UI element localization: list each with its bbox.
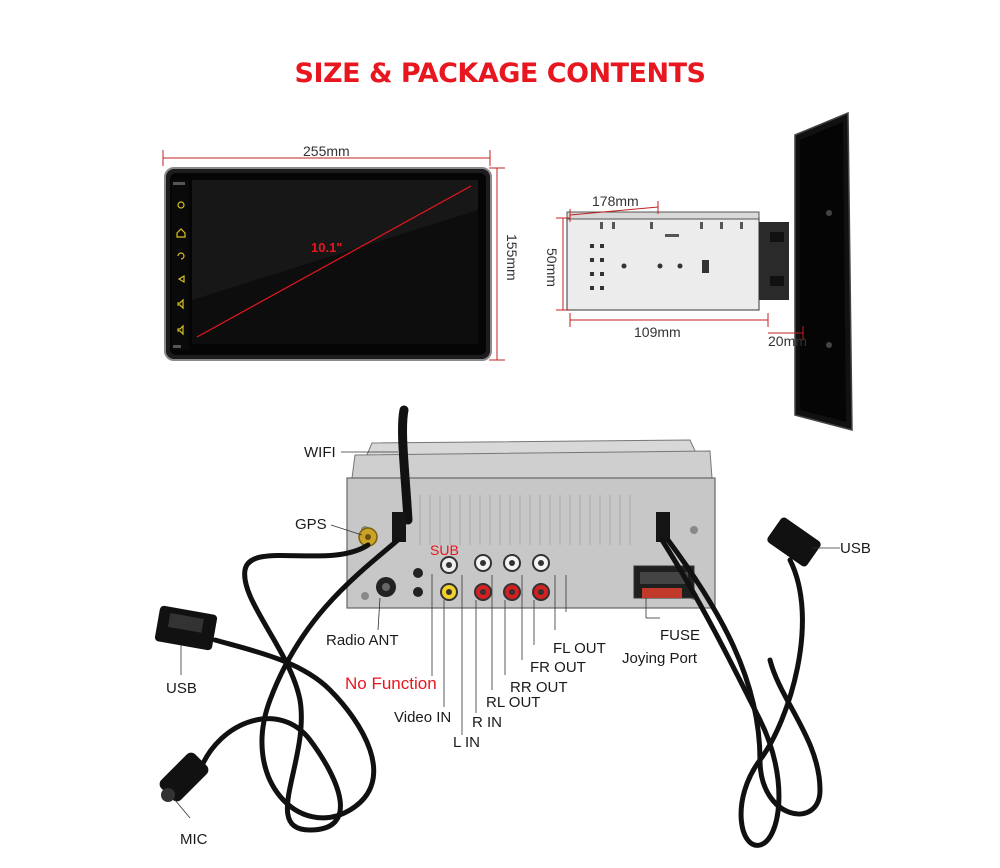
head-unit-front (164, 167, 492, 361)
usb-left-label: USB (166, 680, 197, 697)
page-title: SIZE & PACKAGE CONTENTS (294, 58, 706, 89)
video-in-label: Video IN (394, 709, 452, 726)
fr-out-label: FR OUT (530, 659, 586, 676)
cables (197, 537, 823, 848)
head-unit-rear (346, 405, 716, 609)
mic-label: MIC (180, 831, 208, 848)
sub-label: SUB (430, 542, 459, 558)
wifi-label: WIFI (304, 444, 336, 461)
front-view-dimension-lines (162, 150, 505, 361)
front-height-label: 155mm (504, 234, 520, 281)
side-view-dimension-lines (556, 201, 804, 340)
rr-out-label: RR OUT (510, 679, 568, 696)
side-button-icons (176, 201, 186, 336)
l-in-label: L IN (453, 734, 480, 751)
rca-connectors-bottom (440, 583, 550, 601)
usb-right-label: USB (840, 540, 871, 557)
fuse-label: FUSE (660, 627, 701, 644)
radio-ant-label: Radio ANT (326, 632, 399, 649)
side-height-label: 50mm (544, 248, 560, 287)
rca-connectors-top (440, 554, 550, 574)
usb-left-connector (154, 605, 218, 651)
head-unit-side (566, 111, 853, 431)
side-offset-label: 20mm (768, 333, 807, 349)
front-width-label: 255mm (303, 143, 350, 159)
side-width-label: 178mm (592, 193, 639, 209)
screen-diagonal-label: 10.1" (311, 240, 343, 255)
no-function-label: No Function (345, 674, 437, 693)
usb-right-connector (767, 517, 821, 567)
r-in-label: R IN (472, 714, 502, 731)
mic-connector (159, 752, 209, 802)
side-depth-label: 109mm (634, 324, 681, 340)
joying-port-label: Joying Port (622, 650, 698, 667)
fl-out-label: FL OUT (553, 640, 606, 657)
gps-label: GPS (295, 516, 327, 533)
rl-out-label: RL OUT (486, 694, 541, 711)
leader-lines (174, 451, 840, 819)
